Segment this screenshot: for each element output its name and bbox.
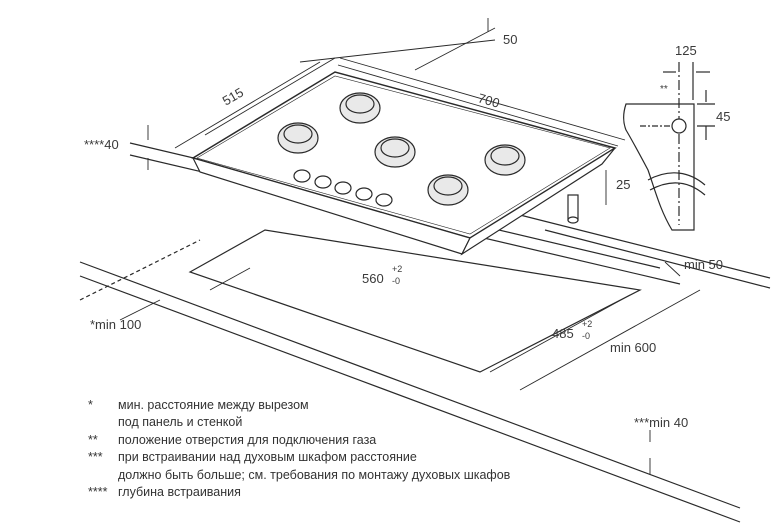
legend-text: при встраивании над духовым шкафом расст… [118,450,417,465]
dimension-485: 485 [552,326,574,341]
dimension-485-tol-plus: +2 [582,319,593,329]
dimension-560-tol-plus: +2 [392,264,403,274]
legend-text: должно быть больше; см. требования по мо… [118,467,511,482]
control-knobs [293,169,393,207]
gas-mark: ** [660,84,668,95]
legend-item: *** при встраивании над духовым шкафом ра… [88,449,510,467]
legend-mark: **** [88,485,108,500]
dimension-min-40: ***min 40 [634,415,689,430]
legend-item: **** глубина встраивания [88,484,510,502]
legend-text: мин. расстояние между вырезом [118,397,309,412]
legend-mark: * [88,397,93,412]
burners [277,92,526,206]
legend-item: под панель и стенкой [88,414,510,432]
gas-connection-detail [623,62,715,231]
dimension-min-50: min 50 [684,257,724,272]
dimension-min-600: min 600 [610,340,657,355]
dimension-125: 125 [675,43,697,58]
dimension-lines [119,18,701,475]
legend-text: глубина встраивания [118,485,241,500]
dimension-40-depth: ****40 [84,137,119,152]
legend-mark: *** [88,450,103,465]
dimension-560: 560 [362,271,384,286]
legend-item: * мин. расстояние между вырезом [88,396,510,414]
legend-item: ** положение отверстия для подключения га… [88,431,510,449]
dimension-45: 45 [716,109,731,124]
dimension-50-top: 50 [503,32,518,47]
cutout-outline [188,229,642,373]
legend: * мин. расстояние между вырезом под панел… [88,396,510,501]
legend-item: должно быть больше; см. требования по мо… [88,466,510,484]
dimension-min-100: *min 100 [90,317,142,332]
legend-mark: ** [88,432,98,447]
legend-text: под панель и стенкой [118,415,243,430]
legend-text: положение отверстия для подключения газа [118,432,377,447]
dimension-25: 25 [616,177,631,192]
dimension-485-tol-minus: -0 [582,331,591,341]
dimension-560-tol-minus: -0 [392,276,401,286]
